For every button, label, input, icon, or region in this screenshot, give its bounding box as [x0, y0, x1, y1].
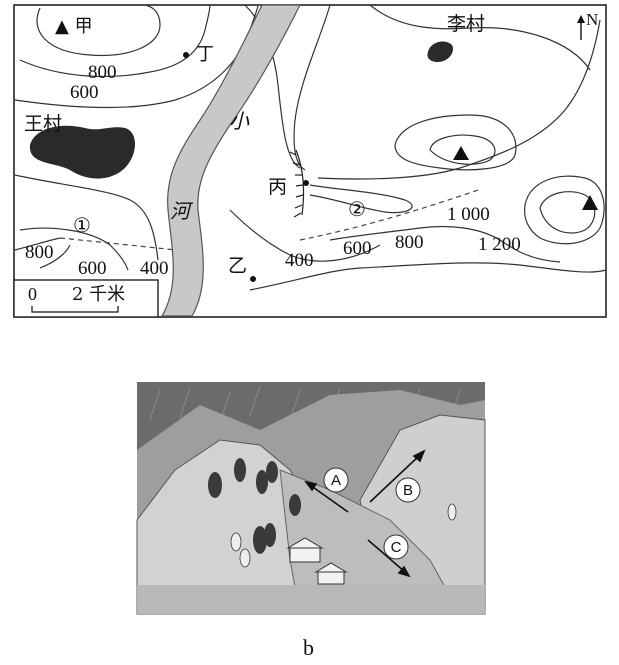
contour-label: 800 [395, 232, 424, 253]
scale-bar: 0 2 千米 [13, 279, 159, 318]
contour-label: 1 200 [478, 234, 521, 255]
cliff-symbol [289, 149, 305, 218]
houses [286, 537, 348, 585]
trees [208, 458, 301, 554]
place-bing: 丙 [268, 176, 287, 198]
far-mountain [137, 390, 485, 614]
contour-label: 600 [70, 82, 99, 103]
place-ding: 丁 [196, 44, 214, 65]
scale-distance: 2 千米 [72, 284, 125, 305]
licun-village [427, 41, 454, 62]
peak-icon [453, 146, 469, 160]
contour-map: ▲ 甲 丁 王村 李村 丙 乙 N 小 河 ① ② 800 600 800 60… [13, 4, 607, 318]
wangcun-village [29, 125, 136, 179]
arrow-labels [323, 467, 421, 560]
caption-b: b [303, 635, 314, 660]
river-char-1: 小 [229, 109, 250, 133]
river [160, 4, 301, 317]
place-licun: 李村 [447, 13, 485, 35]
place-wangcun: 王村 [24, 113, 62, 135]
arrow-label-b: B [403, 482, 413, 499]
valley-slope [279, 469, 461, 615]
contour-lines [14, 4, 607, 291]
sky [137, 382, 485, 614]
contour-label: 800 [88, 62, 117, 83]
place-jia: ▲ 甲 [55, 16, 93, 37]
arrow-label-c: C [391, 539, 402, 556]
contour-label: 600 [78, 258, 107, 279]
arrows [304, 449, 426, 578]
contour-label: 400 [285, 250, 314, 271]
contour-label: 800 [25, 242, 54, 263]
place-yi: 乙 [228, 255, 247, 277]
people [230, 503, 457, 568]
yi-point [250, 276, 256, 282]
ground [137, 585, 485, 614]
north-arrowhead-icon [577, 15, 585, 23]
scale-zero: 0 [28, 284, 37, 304]
contour-label: 600 [343, 238, 372, 259]
north-label: N [586, 10, 598, 29]
contour-label: 400 [140, 258, 169, 279]
profile-mark-1: ① [73, 213, 91, 237]
ding-point [183, 52, 189, 58]
left-hill [136, 439, 331, 615]
contour-label: 1 000 [447, 204, 490, 225]
profile-lines [59, 189, 479, 251]
rain [149, 385, 461, 423]
peak-icon [582, 195, 598, 210]
profile-mark-2: ② [348, 197, 366, 221]
arrow-label-a: A [331, 472, 341, 489]
right-hill [359, 414, 486, 615]
bing-point [303, 180, 309, 186]
